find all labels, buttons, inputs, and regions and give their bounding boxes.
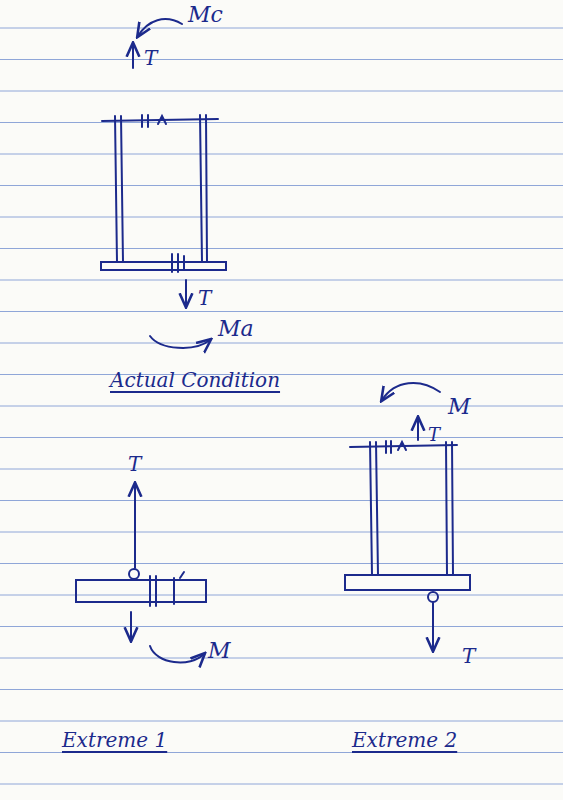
pin <box>428 592 438 602</box>
ruled-line <box>0 626 563 627</box>
base-plate <box>345 575 470 590</box>
force-label: T <box>198 288 211 308</box>
moment-arrow <box>138 19 182 36</box>
base-plate <box>76 580 206 602</box>
ruled-line <box>0 532 563 533</box>
ruled-line <box>0 469 563 470</box>
weld <box>172 254 184 272</box>
ruled-line <box>0 343 563 344</box>
column <box>376 442 378 575</box>
ruled-lines <box>0 28 563 784</box>
weld <box>150 572 184 606</box>
caption-label: Extreme 1 <box>62 730 167 750</box>
ruled-line <box>0 28 563 29</box>
ruled-line <box>0 311 563 312</box>
ruled-line <box>0 437 563 438</box>
force-label: T <box>428 426 440 444</box>
column <box>121 116 123 262</box>
ruled-line <box>0 248 563 249</box>
column <box>452 442 453 575</box>
ruled-line <box>0 154 563 155</box>
ruled-line <box>0 721 563 722</box>
ruled-line <box>0 500 563 501</box>
ruled-line <box>0 563 563 564</box>
ruled-line <box>0 406 563 407</box>
ruled-line <box>0 689 563 690</box>
pin <box>129 569 139 579</box>
ruled-line <box>0 280 563 281</box>
ruled-line <box>0 374 563 375</box>
caption-label: Extreme 2 <box>352 730 457 750</box>
column <box>370 442 372 575</box>
tension-arrow <box>130 612 132 640</box>
column <box>206 115 207 262</box>
ruled-line <box>0 752 563 753</box>
ruled-line <box>0 595 563 596</box>
moment-arrow <box>150 336 210 348</box>
moment-arrow <box>382 383 440 400</box>
tension-arrow <box>132 44 134 68</box>
force-label: T <box>144 48 157 68</box>
weld <box>386 441 406 453</box>
tension-arrow <box>185 280 187 306</box>
moment-label: M <box>208 640 231 662</box>
tension-arrow <box>417 418 419 440</box>
moment-label: Ma <box>218 318 254 340</box>
ruled-line <box>0 185 563 186</box>
ruled-line <box>0 658 563 659</box>
ruled-line <box>0 122 563 123</box>
ruled-line <box>0 217 563 218</box>
weld <box>142 115 166 127</box>
force-label: T <box>128 454 141 474</box>
column <box>115 116 117 262</box>
moment-label: Mc <box>188 4 223 26</box>
tension-arrow <box>134 484 136 568</box>
moment-arrow <box>150 646 204 662</box>
force-label: T <box>462 646 475 666</box>
ruled-line <box>0 59 563 60</box>
ruled-line <box>0 784 563 785</box>
column <box>200 115 202 262</box>
column <box>446 442 447 575</box>
moment-label: M <box>448 396 471 418</box>
tension-arrow <box>432 603 434 650</box>
base-plate <box>101 262 226 270</box>
ruled-line <box>0 91 563 92</box>
caption-label: Actual Condition <box>110 370 280 390</box>
